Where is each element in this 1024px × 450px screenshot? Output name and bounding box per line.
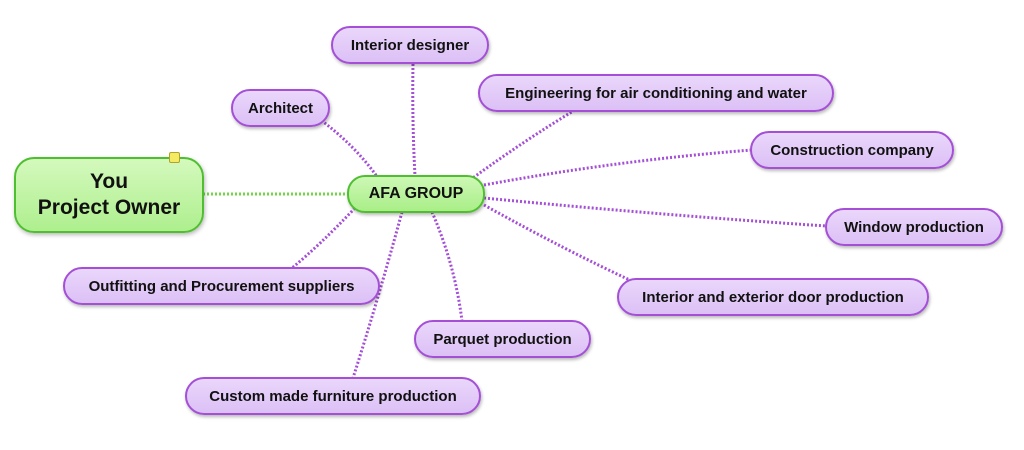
center-node[interactable]: AFA GROUP	[347, 175, 485, 213]
link-interior-designer	[411, 63, 417, 177]
topic-label: Interior and exterior door production	[642, 288, 904, 306]
topic-construction-company[interactable]: Construction company	[750, 131, 954, 169]
owner-line-2: Project Owner	[37, 196, 181, 219]
link-window	[483, 196, 827, 228]
topic-label: Custom made furniture production	[209, 387, 457, 405]
topic-label: Parquet production	[433, 330, 572, 348]
owner-line-1: You	[89, 170, 129, 193]
topic-architect[interactable]: Architect	[231, 89, 330, 127]
topic-label: Engineering for air conditioning and wat…	[505, 84, 807, 102]
link-engineering	[469, 108, 576, 182]
topic-interior-designer[interactable]: Interior designer	[331, 26, 489, 64]
topic-label: Window production	[844, 218, 984, 236]
owner-node[interactable]: You Project Owner	[14, 157, 204, 233]
topic-door-production[interactable]: Interior and exterior door production	[617, 278, 929, 316]
topic-label: Architect	[247, 99, 314, 117]
topic-label: Interior designer	[350, 36, 470, 54]
link-furniture	[351, 211, 404, 379]
topic-parquet-production[interactable]: Parquet production	[414, 320, 591, 358]
center-label: AFA GROUP	[368, 185, 464, 202]
topic-furniture-production[interactable]: Custom made furniture production	[185, 377, 481, 415]
topic-label: Outfitting and Procurement suppliers	[88, 277, 355, 295]
topic-label: Construction company	[770, 141, 934, 159]
link-outfitting	[291, 206, 357, 270]
topic-engineering[interactable]: Engineering for air conditioning and wat…	[478, 74, 834, 112]
topic-outfitting-procurement[interactable]: Outfitting and Procurement suppliers	[63, 267, 380, 305]
topic-window-production[interactable]: Window production	[825, 208, 1003, 246]
link-architect	[317, 116, 380, 179]
link-door	[483, 203, 635, 284]
link-parquet	[430, 211, 464, 322]
note-marker-icon[interactable]	[169, 152, 180, 163]
link-construction	[483, 148, 753, 187]
